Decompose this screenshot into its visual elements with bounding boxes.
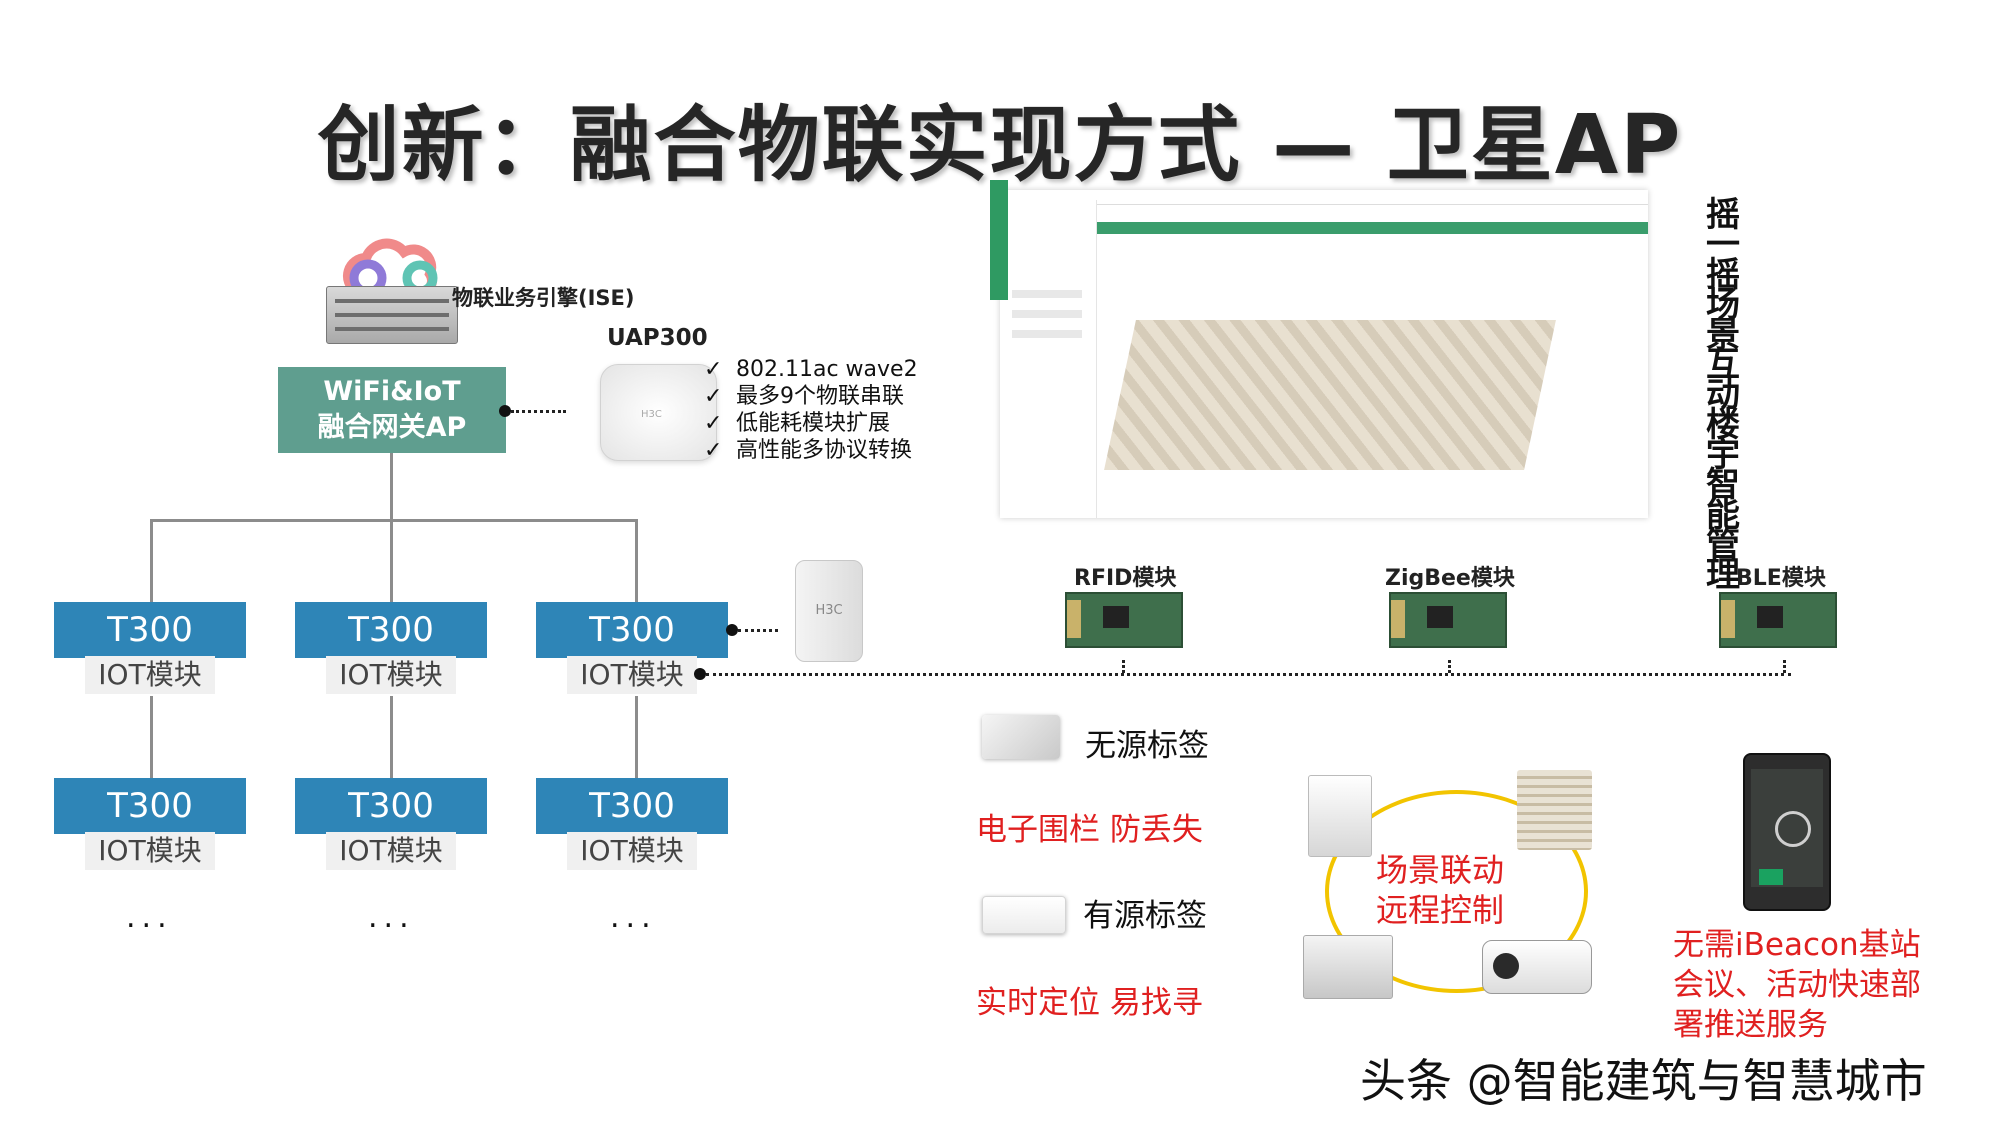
page-title: 创新：融合物联实现方式 — 卫星AP — [317, 98, 1683, 193]
gateway-line2: 融合网关AP — [317, 412, 467, 443]
iot-module-label: IOT模块 — [326, 832, 456, 870]
passive-tag-label: 无源标签 — [1085, 728, 1209, 764]
bus-drop — [1448, 660, 1451, 673]
tree-branch-line — [150, 519, 638, 522]
screenshot-header-bar — [1096, 222, 1648, 234]
t300-node: T300 — [295, 602, 487, 658]
check-icon: ✓ — [704, 438, 723, 463]
phone-shake-app-icon — [1743, 753, 1831, 911]
ise-label: 物联业务引擎(ISE) — [452, 286, 635, 310]
management-screenshot — [1000, 190, 1648, 518]
uap-brand: H3C — [641, 409, 662, 420]
bus-drop — [1783, 660, 1786, 673]
floor-plan-map — [1104, 320, 1556, 470]
zigbee-board-icon — [1389, 592, 1507, 648]
uap-feature-list: ✓802.11ac wave2 ✓最多9个物联串联 ✓低能耗模块扩展 ✓高性能多… — [704, 356, 918, 464]
air-purifier-icon — [1308, 775, 1372, 857]
ellipsis: ... — [368, 900, 415, 935]
active-tag-label: 有源标签 — [1083, 898, 1207, 934]
vertical-caption: 摇一摇场景互动楼宇智能管理 — [1706, 195, 1740, 595]
h3c-device-icon: H3C — [795, 560, 863, 662]
smart-blinds-icon — [1517, 770, 1592, 850]
iot-module-label: IOT模块 — [567, 832, 697, 870]
iot-module-label: IOT模块 — [326, 656, 456, 694]
chain-line — [150, 696, 153, 778]
bus-drop — [1122, 660, 1125, 673]
chain-line — [390, 696, 393, 778]
uap-label: UAP300 — [607, 325, 708, 351]
passive-tag-icon — [982, 715, 1060, 759]
chain-line — [635, 696, 638, 778]
t300-node: T300 — [54, 602, 246, 658]
t300-node: T300 — [536, 778, 728, 834]
tree-trunk-line — [390, 453, 393, 520]
gateway-dotted-link — [511, 410, 566, 413]
gateway-line1: WiFi&IoT — [323, 376, 461, 407]
active-tag-icon — [982, 896, 1066, 934]
rfid-board-icon — [1065, 592, 1183, 648]
hvac-unit-icon — [1303, 935, 1393, 999]
ellipsis: ... — [126, 900, 173, 935]
iot-bus-dot — [694, 668, 706, 680]
feature-item: ✓低能耗模块扩展 — [704, 411, 891, 436]
h3c-dotted-link — [738, 629, 778, 632]
gateway-connector-dot — [499, 405, 511, 417]
t300-node: T300 — [54, 778, 246, 834]
feature-item: ✓高性能多协议转换 — [704, 438, 913, 463]
t300-node: T300 — [536, 602, 728, 658]
gateway-box: WiFi&IoT 融合网关AP — [278, 367, 506, 453]
iot-module-label: IOT模块 — [85, 832, 215, 870]
iot-module-label: IOT模块 — [85, 656, 215, 694]
ellipsis: ... — [610, 900, 657, 935]
check-icon: ✓ — [704, 384, 723, 409]
uap300-device-icon: H3C — [600, 364, 717, 461]
watermark: 头条 @智能建筑与智慧城市 — [1360, 1054, 1927, 1108]
projector-icon — [1482, 940, 1592, 994]
rfid-module-label: RFID模块 — [1074, 566, 1177, 591]
feature-item: ✓最多9个物联串联 — [704, 384, 904, 409]
passive-tag-use: 电子围栏 防丢失 — [976, 812, 1203, 848]
feature-item: ✓802.11ac wave2 — [704, 357, 918, 382]
t300-connector-dot — [726, 624, 738, 636]
check-icon: ✓ — [704, 411, 723, 436]
ble-board-icon — [1719, 592, 1837, 648]
zigbee-module-label: ZigBee模块 — [1385, 566, 1515, 591]
iot-module-label: IOT模块 — [567, 656, 697, 694]
iot-bus-dotted-line — [706, 673, 1791, 676]
server-icon — [326, 286, 458, 344]
scene-linkage-text: 场景联动 远程控制 — [1376, 851, 1505, 929]
scene-linkage-ring — [1325, 790, 1588, 993]
tree-drop-line — [635, 519, 638, 602]
screenshot-topbar — [1096, 190, 1648, 205]
t300-node: T300 — [295, 778, 487, 834]
ble-module-label: BLE模块 — [1736, 566, 1826, 591]
active-tag-use: 实时定位 易找寻 — [976, 985, 1203, 1021]
tree-drop-line — [390, 519, 393, 602]
check-icon: ✓ — [704, 357, 723, 382]
screenshot-green-edge — [990, 180, 1008, 300]
tree-drop-line — [150, 519, 153, 602]
ibeacon-note: 无需iBeacon基站 会议、活动快速部 署推送服务 — [1673, 927, 1921, 1043]
screenshot-sidebar — [1000, 200, 1097, 518]
